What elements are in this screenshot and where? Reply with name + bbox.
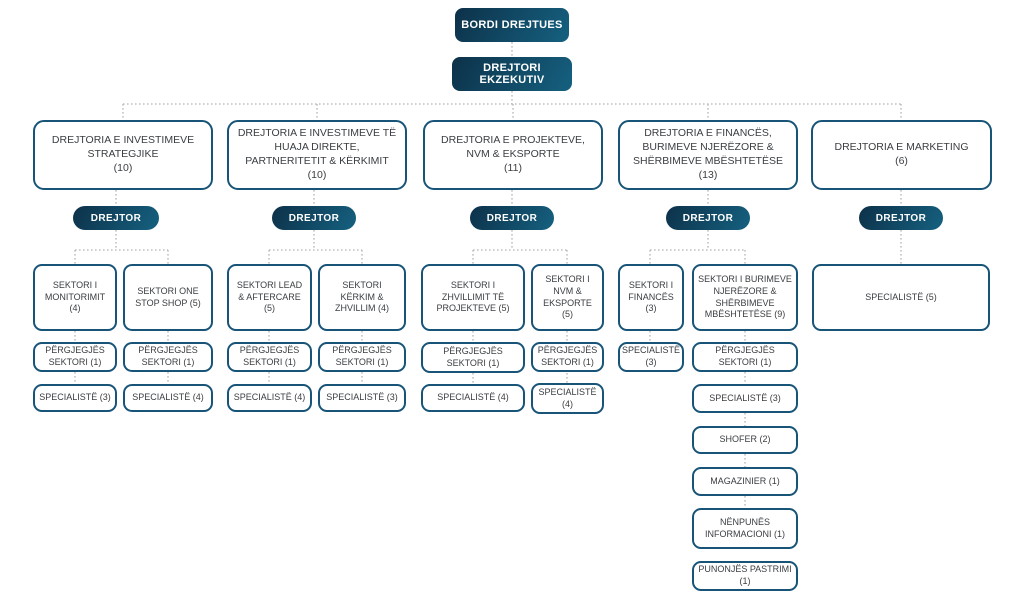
department-count: (13) (698, 168, 718, 181)
node-role-specialiste: SPECIALISTË (4) (123, 384, 213, 412)
node-director-4: DREJTOR (666, 206, 750, 230)
node-role-nenpunes-informacioni: NËNPUNËS INFORMACIONI (1) (692, 508, 798, 549)
node-department-projekteve: DREJTORIA E PROJEKTEVE, NVM & EKSPORTE (… (423, 120, 603, 190)
node-role-pergjegjes: PËRGJEGJËS SEKTORI (1) (318, 342, 406, 372)
node-role-pergjegjes: PËRGJEGJËS SEKTORI (1) (421, 342, 525, 373)
node-director-1: DREJTOR (73, 206, 159, 230)
department-count: (10) (307, 168, 327, 181)
node-role-specialiste-marketing: SPECIALISTË (5) (812, 264, 990, 331)
node-role-specialiste: SPECIALISTË (3) (692, 384, 798, 413)
node-sector-burimeve-njerezore: SEKTORI I BURIMEVE NJERËZORE & SHËRBIMEV… (692, 264, 798, 331)
node-role-specialiste: SPECIALISTË (3) (33, 384, 117, 412)
node-role-magazinier: MAGAZINIER (1) (692, 467, 798, 496)
node-role-specialiste: SPECIALISTË (3) (618, 342, 684, 372)
node-role-pergjegjes: PËRGJEGJËS SEKTORI (1) (227, 342, 312, 372)
department-count: (11) (504, 161, 522, 174)
department-title: DREJTORIA E INVESTIMEVE TË HUAJA DIREKTE… (237, 127, 397, 167)
node-director-5: DREJTOR (859, 206, 943, 230)
node-sector-zhvillimit-projekteve: SEKTORI I ZHVILLIMIT TË PROJEKTEVE (5) (421, 264, 525, 331)
department-title: DREJTORIA E PROJEKTEVE, NVM & EKSPORTE (441, 134, 585, 161)
node-sector-one-stop-shop: SEKTORI ONE STOP SHOP (5) (123, 264, 213, 331)
node-board: BORDI DREJTUES (455, 8, 569, 42)
department-title: DREJTORIA E INVESTIMEVE STRATEGJIKE (51, 134, 195, 161)
node-sector-lead-aftercare: SEKTORI LEAD & AFTERCARE (5) (227, 264, 312, 331)
node-department-marketing: DREJTORIA E MARKETING (6) (811, 120, 992, 190)
node-role-punonjes-pastrimi: PUNONJËS PASTRIMI (1) (692, 561, 798, 591)
department-count: (6) (895, 155, 908, 167)
node-role-pergjegjes: PËRGJEGJËS SEKTORI (1) (33, 342, 117, 372)
node-role-pergjegjes: PËRGJEGJËS SEKTORI (1) (123, 342, 213, 372)
node-sector-financave: SEKTORI I FINANCËS (3) (618, 264, 684, 331)
department-title: DREJTORIA E MARKETING (834, 141, 969, 154)
node-director-3: DREJTOR (470, 206, 554, 230)
connector (74, 42, 902, 508)
node-sector-monitorimit: SEKTORI I MONITORIMIT (4) (33, 264, 117, 331)
node-role-shofer: SHOFER (2) (692, 426, 798, 454)
node-department-investime-huaja: DREJTORIA E INVESTIMEVE TË HUAJA DIREKTE… (227, 120, 407, 190)
node-executive: DREJTORI EKZEKUTIV (452, 57, 572, 91)
node-role-pergjegjes: PËRGJEGJËS SEKTORI (1) (531, 342, 604, 372)
node-sector-nvm-eksporte: SEKTORI I NVM & EKSPORTE (5) (531, 264, 604, 331)
node-role-specialiste: SPECIALISTË (3) (318, 384, 406, 412)
node-role-specialiste: SPECIALISTË (4) (227, 384, 312, 412)
department-count: (10) (113, 161, 133, 174)
node-role-specialiste: SPECIALISTË (4) (531, 383, 604, 414)
node-sector-kerkim-zhvillim: SEKTORI KËRKIM & ZHVILLIM (4) (318, 264, 406, 331)
department-title: DREJTORIA E FINANCËS, BURIMEVE NJERËZORE… (633, 127, 783, 167)
node-department-investime-strategjike: DREJTORIA E INVESTIMEVE STRATEGJIKE (10) (33, 120, 213, 190)
node-role-specialiste: SPECIALISTË (4) (421, 384, 525, 412)
node-department-financave: DREJTORIA E FINANCËS, BURIMEVE NJERËZORE… (618, 120, 798, 190)
node-role-pergjegjes: PËRGJEGJËS SEKTORI (1) (692, 342, 798, 372)
node-director-2: DREJTOR (272, 206, 356, 230)
